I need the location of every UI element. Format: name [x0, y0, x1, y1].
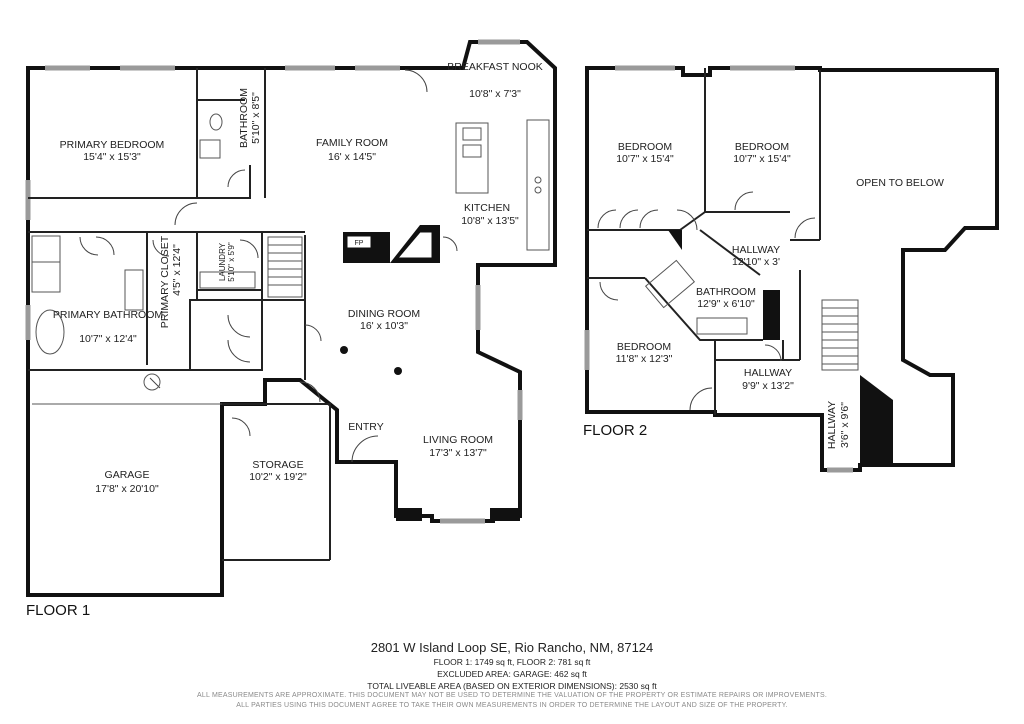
living-room-corner-block-left [396, 508, 422, 521]
floor-1-stairs [267, 236, 303, 298]
room-name: OPEN TO BELOW [856, 177, 944, 189]
room-name: KITCHEN [464, 202, 510, 214]
disclaimer-line-2: ALL PARTIES USING THIS DOCUMENT AGREE TO… [236, 702, 788, 709]
room-dims: 5'10" x 5'9" [227, 242, 236, 282]
room-name: BATHROOM [696, 286, 756, 298]
floor-2-fixtures [644, 259, 748, 335]
floor-1-interior-walls [28, 68, 331, 561]
room-name: BEDROOM [617, 341, 671, 353]
floor-1-doors [79, 69, 458, 463]
floor-2-exterior-wall [585, 66, 999, 472]
floor-1-windows [25, 39, 523, 524]
room-dims: 4'5" x 12'4" [171, 244, 183, 296]
room-dims: 10'7" x 15'4" [733, 153, 791, 165]
room-dims: 17'8" x 20'10" [95, 483, 159, 495]
dining-post [394, 367, 402, 375]
kitchen-fixtures [455, 119, 550, 251]
bathroom-fixtures [31, 113, 256, 355]
excluded-area: EXCLUDED AREA: GARAGE: 462 sq ft [437, 669, 587, 679]
room-name: PRIMARY CLOSET [159, 235, 171, 328]
floor-2-windows [584, 65, 853, 473]
room-name: DINING ROOM [348, 308, 420, 320]
room-dims: 9'9" x 13'2" [742, 380, 794, 392]
room-name: HALLWAY [744, 367, 792, 379]
room-dims: 15'4" x 15'3" [83, 151, 141, 163]
room-name: HALLWAY [732, 244, 780, 256]
floor-2-label: FLOOR 2 [583, 422, 647, 439]
room-dims: 12'9" x 6'10" [697, 298, 755, 310]
room-dims: 16' x 10'3" [360, 320, 408, 332]
room-dims: 16' x 14'5" [328, 151, 376, 163]
floor-2-plan [584, 65, 999, 473]
room-dims: 5'10" x 8'5" [250, 92, 262, 144]
property-address: 2801 W Island Loop SE, Rio Rancho, NM, 8… [370, 640, 654, 655]
floor-2-stairs [821, 299, 859, 371]
room-dims: 10'8" x 7'3" [469, 88, 521, 100]
room-dims: 17'3" x 13'7" [429, 447, 487, 459]
room-name: LAUNDRY [218, 242, 227, 281]
total-liveable-area: TOTAL LIVEABLE AREA (BASED ON EXTERIOR D… [367, 681, 657, 691]
room-dims: 10'7" x 15'4" [616, 153, 674, 165]
room-dims: 12'10" x 3' [732, 256, 780, 268]
hallway-wall-block [668, 230, 682, 250]
floor-2-doors [597, 191, 816, 411]
floor-1-label: FLOOR 1 [26, 602, 90, 619]
room-name: GARAGE [105, 469, 150, 481]
floor-plan-diagram: PRIMARY BEDROOM 15'4" x 15'3" BATHROOM 5… [25, 39, 999, 619]
room-labels: PRIMARY BEDROOM 15'4" x 15'3" BATHROOM 5… [53, 61, 944, 495]
room-dims: 10'7" x 12'4" [79, 333, 137, 345]
room-name: BEDROOM [735, 141, 789, 153]
dining-post [340, 346, 348, 354]
floor-area-summary: FLOOR 1: 1749 sq ft, FLOOR 2: 781 sq ft [433, 657, 591, 667]
room-name: PRIMARY BEDROOM [60, 139, 165, 151]
room-name: FAMILY ROOM [316, 137, 388, 149]
room-dims: 11'8" x 12'3" [616, 353, 673, 365]
room-name: BREAKFAST NOOK [447, 61, 543, 73]
room-name: BEDROOM [618, 141, 672, 153]
living-room-corner-block-right [490, 508, 520, 521]
room-dims: 10'2" x 19'2" [249, 471, 307, 483]
room-dims: 3'6" x 9'6" [839, 402, 851, 448]
bathroom-wall-block [763, 290, 780, 340]
fireplace [343, 225, 440, 263]
room-name: HALLWAY [826, 401, 838, 449]
room-name: ENTRY [348, 421, 383, 433]
disclaimer-line-1: ALL MEASUREMENTS ARE APPROXIMATE. THIS D… [197, 692, 827, 699]
fireplace-label: FP [355, 240, 364, 247]
room-name: STORAGE [252, 459, 303, 471]
room-name: BATHROOM [238, 88, 250, 148]
floor-1-plan [25, 39, 557, 597]
stair-void-block [860, 375, 893, 465]
room-dims: 10'8" x 13'5" [461, 215, 519, 227]
room-name: LIVING ROOM [423, 434, 493, 446]
room-name: PRIMARY BATHROOM [53, 309, 163, 321]
floor-2-interior-walls [587, 68, 821, 415]
